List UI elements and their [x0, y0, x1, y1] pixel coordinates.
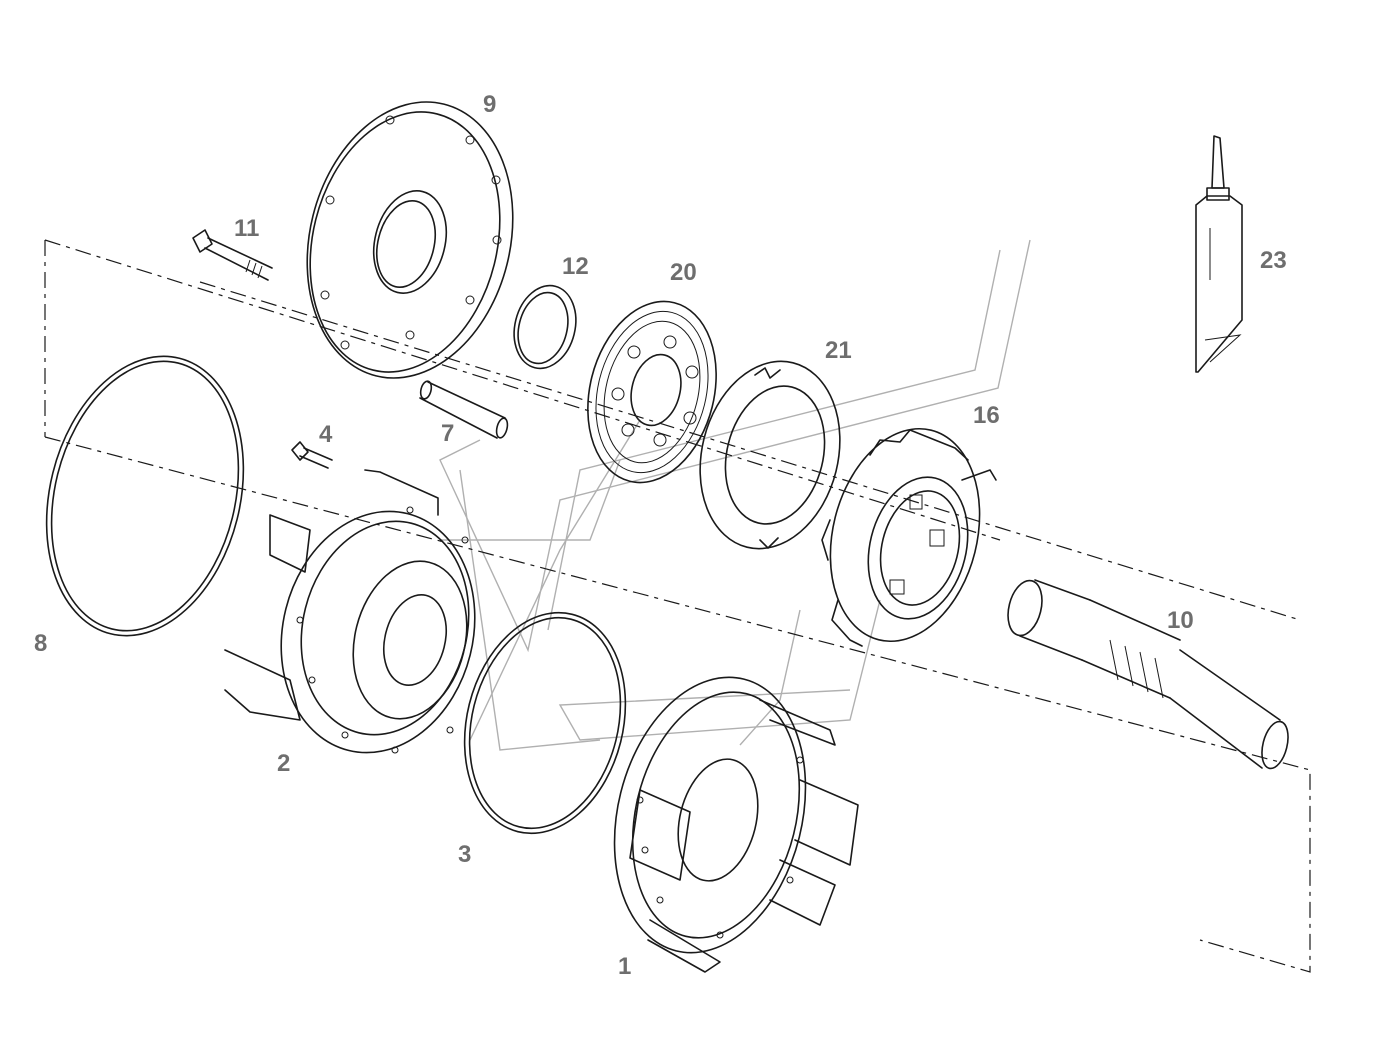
part-4-small-bolt: [291, 441, 333, 469]
part-11-bolt: [192, 229, 273, 281]
part-2-housing: [224, 469, 476, 754]
label-part-23: 23: [1260, 247, 1287, 274]
assembly-axis-lines: [44, 239, 1311, 973]
label-part-2: 2: [277, 750, 290, 777]
label-part-3: 3: [458, 841, 471, 868]
part-20-friction-disc: [587, 300, 717, 484]
part-3-o-ring: [463, 611, 627, 835]
label-part-16: 16: [973, 402, 1000, 429]
part-8-o-ring: [45, 355, 245, 637]
label-part-8: 8: [34, 630, 47, 657]
part-16-spring-carrier: [821, 427, 997, 647]
label-part-4: 4: [319, 421, 333, 448]
part-9-cover-flange: [306, 101, 514, 379]
label-part-11: 11: [234, 215, 259, 242]
label-part-1: 1: [618, 953, 631, 980]
watermark-logo: [439, 239, 1031, 751]
part-12-seal-ring: [513, 284, 577, 370]
part-21-steel-plate: [699, 360, 841, 550]
part-7-pin: [419, 380, 509, 439]
label-part-21: 21: [825, 337, 852, 364]
label-part-7: 7: [441, 420, 454, 447]
label-part-20: 20: [670, 259, 697, 286]
label-part-12: 12: [562, 253, 589, 280]
part-10-splined-shaft: [1007, 579, 1289, 770]
part-23-sealant-tube-icon: [1195, 135, 1243, 373]
label-part-10: 10: [1167, 607, 1194, 634]
label-part-9: 9: [483, 91, 496, 118]
part-1-rear-housing: [613, 676, 859, 973]
part-labels: 1 2 3 4 7 8 9 10 11 12 16 20 21 23: [34, 91, 1287, 980]
